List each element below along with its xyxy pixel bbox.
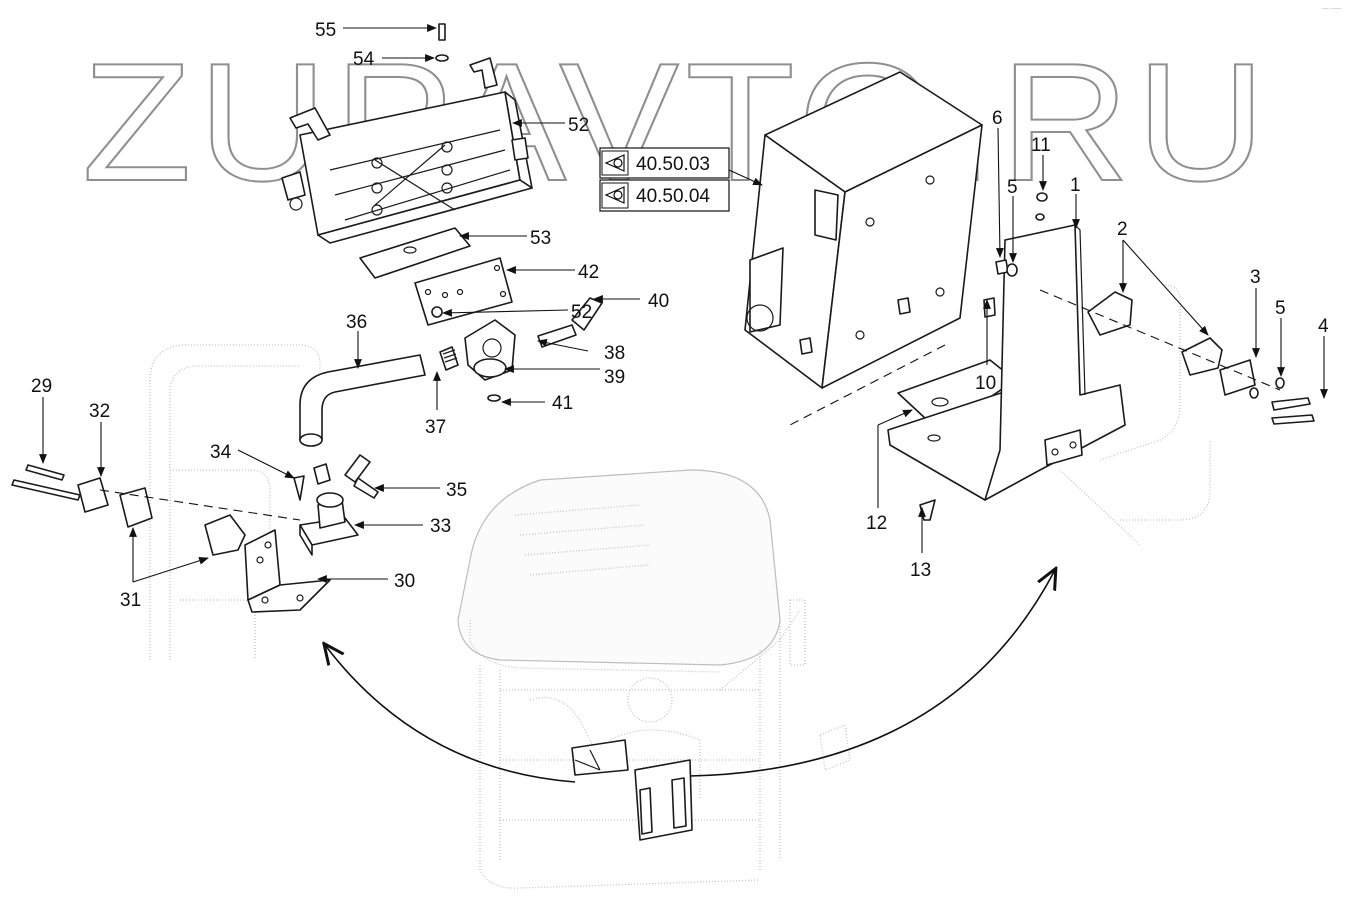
callout-39: 39: [604, 367, 625, 388]
callout-13: 13: [910, 560, 931, 581]
callout-41: 41: [552, 393, 573, 414]
cross-reference-label: 40.50.04: [636, 186, 710, 207]
ghost-background: [149, 284, 1211, 889]
callout-42: 42: [578, 262, 599, 283]
watermark: ZUPAVTO.RU: [82, 28, 1272, 216]
callout-31: 31: [120, 590, 141, 611]
callout-4: 4: [1318, 316, 1329, 337]
box-assembly-right: [744, 71, 1315, 521]
callout-3: 3: [1250, 267, 1261, 288]
eye-pointer-icon: [604, 154, 625, 172]
callout-11: 11: [1031, 135, 1051, 156]
callout-40: 40: [648, 291, 669, 312]
corner-mark: ── ───: [1321, 6, 1342, 12]
cab-location-detail: [571, 739, 693, 841]
callout-1: 1: [1070, 175, 1081, 196]
ref-leader: [728, 169, 763, 186]
cross-reference-40-50-04[interactable]: 40.50.04: [599, 179, 730, 212]
callout-5: 5: [1275, 298, 1286, 319]
callout-33: 33: [430, 516, 451, 537]
bracket-assembly-left: [11, 454, 379, 613]
callout-53: 53: [530, 228, 551, 249]
callout-12: 12: [866, 513, 887, 534]
location-arrow-left: [325, 645, 576, 783]
callout-54: 54: [353, 49, 375, 70]
callout-37: 37: [425, 417, 446, 438]
callout-labels: 55 54 52 53 42 52 40 38 39 41 36 37 34 3…: [31, 20, 1329, 611]
callout-32: 32: [89, 401, 110, 422]
cross-reference-40-50-03[interactable]: 40.50.03: [599, 147, 730, 179]
eye-pointer-icon: [604, 186, 625, 204]
leader-lines: [39, 24, 1328, 583]
callout-36: 36: [346, 312, 367, 333]
callout-34: 34: [210, 442, 232, 463]
callout-52: 52: [568, 115, 589, 136]
callout-6: 6: [992, 108, 1003, 129]
valve-assembly: [299, 297, 603, 447]
callout-30: 30: [394, 571, 415, 592]
callout-38: 38: [604, 343, 625, 364]
callout-52: 52: [571, 302, 592, 323]
tray-assembly: [281, 23, 533, 326]
callout-29: 29: [31, 376, 52, 397]
callout-35: 35: [446, 480, 467, 501]
callout-10: 10: [975, 373, 996, 394]
location-arrow-right: [689, 570, 1055, 777]
callout-2: 2: [1117, 219, 1128, 240]
callout-55: 55: [315, 20, 336, 41]
cross-reference-label: 40.50.03: [636, 154, 710, 175]
callout-5: 5: [1007, 177, 1018, 198]
